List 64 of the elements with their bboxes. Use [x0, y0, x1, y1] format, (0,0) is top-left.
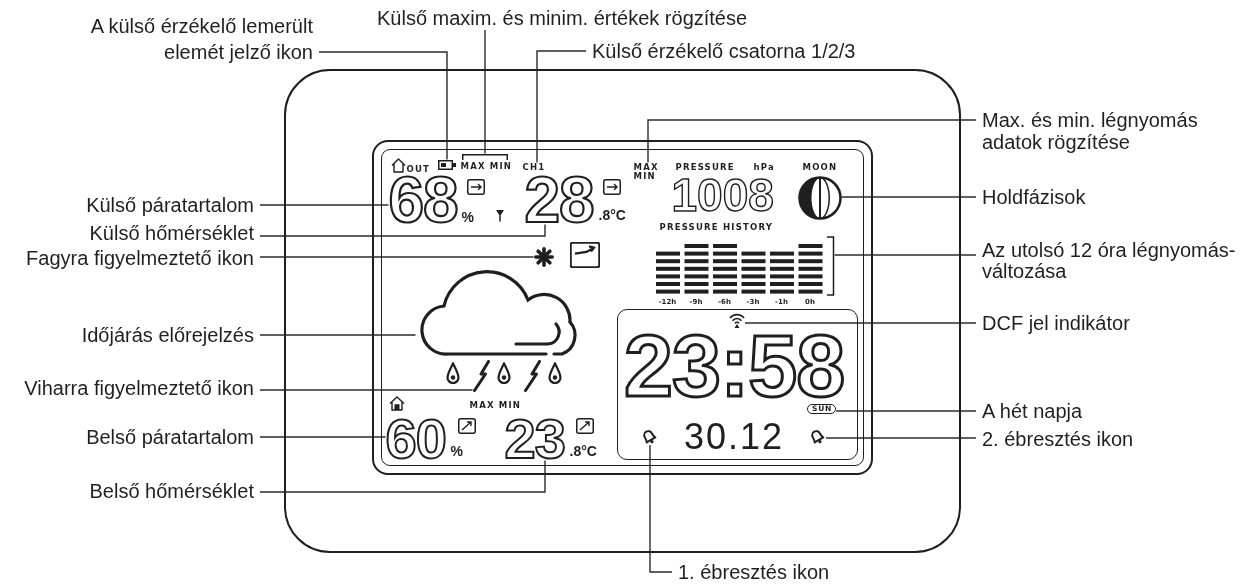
battery-icon	[437, 159, 456, 170]
lcd-label: PRESSURE HISTORY	[659, 222, 773, 232]
callout-label: Belső hőmérséklet	[83, 479, 260, 503]
pressure-reading: 1008	[671, 177, 774, 213]
leader-line	[259, 204, 390, 206]
leader-line	[259, 334, 417, 336]
callout-label: Külső érzékelő csatorna 1/2/3	[586, 39, 862, 63]
unit-label: %	[461, 209, 474, 224]
unit-label: %	[450, 443, 463, 458]
leader-line	[647, 119, 977, 164]
leader-line	[825, 437, 977, 439]
lcd-label: PRESSURE	[675, 162, 735, 172]
bell-icon	[808, 428, 826, 445]
callout-label: Időjárás előrejelzés	[75, 323, 260, 347]
lcd-label: MOON	[802, 162, 838, 172]
callout-label: Fagyra figyelmeztető ikon	[20, 246, 260, 270]
temperature-reading: 28	[524, 175, 595, 224]
lcd-label: MAX MIN	[469, 400, 522, 410]
temperature-reading: 23	[504, 417, 566, 460]
leader-line	[484, 29, 486, 155]
unit-label: .8°C	[598, 207, 626, 222]
callout-label: A külső érzékelő lemerült elemét jelző ikon	[69, 13, 319, 65]
clock-panel	[616, 308, 858, 460]
moon-icon	[797, 175, 842, 220]
callout-label: Külső hőmérséklet	[83, 221, 260, 245]
bar-graph-icon	[653, 235, 835, 296]
leader-line	[744, 322, 977, 324]
unit-label: .8°C	[569, 443, 597, 458]
lightning-icon	[472, 359, 490, 392]
leader-line	[259, 256, 535, 258]
leader-line	[318, 51, 448, 161]
callout-label: Külső maxim. és minim. értékek rögzítése	[371, 6, 754, 30]
snowflake-icon	[533, 246, 554, 267]
callout-label: Külső páratartalom	[80, 193, 260, 217]
device-housing	[284, 69, 961, 553]
callout-label: Viharra figyelmeztető ikon	[18, 376, 260, 400]
humidity-reading: 68	[388, 175, 459, 224]
callout-label: Az utolsó 12 óra légnyomás-változása	[976, 240, 1248, 282]
leader-line	[259, 459, 546, 493]
lcd-label: OUT	[406, 164, 431, 174]
channel-label: CH1	[522, 162, 546, 172]
callout-label: 1. ébresztés ikon	[672, 561, 836, 583]
leader-line	[259, 436, 387, 438]
lcd-label: MAX MIN	[633, 162, 668, 181]
leader-line	[840, 196, 977, 198]
leader-line	[536, 50, 587, 164]
callout-label: A hét napja	[976, 399, 1089, 423]
bell-icon	[640, 428, 658, 445]
humidity-reading: 60	[385, 417, 447, 460]
lcd-label: MAX MIN	[460, 161, 513, 171]
leader-line	[835, 410, 977, 412]
date-display: 30.12	[684, 423, 785, 451]
callout-label: DCF jel indikátor	[976, 311, 1136, 335]
callout-label: 2. ébresztés ikon	[976, 427, 1140, 451]
lcd-label: hPa	[753, 162, 775, 172]
time-display: 23:58	[624, 332, 846, 399]
leader-line	[833, 254, 977, 256]
radio-signal-icon	[729, 312, 745, 328]
callout-label: Holdfázisok	[976, 185, 1092, 209]
callout-label: Max. és min. légnyomás adatok rögzítése	[976, 109, 1238, 153]
callout-label: Belső páratartalom	[80, 425, 260, 449]
leader-line	[259, 389, 474, 391]
leader-line	[649, 444, 673, 573]
leader-line	[259, 223, 546, 237]
